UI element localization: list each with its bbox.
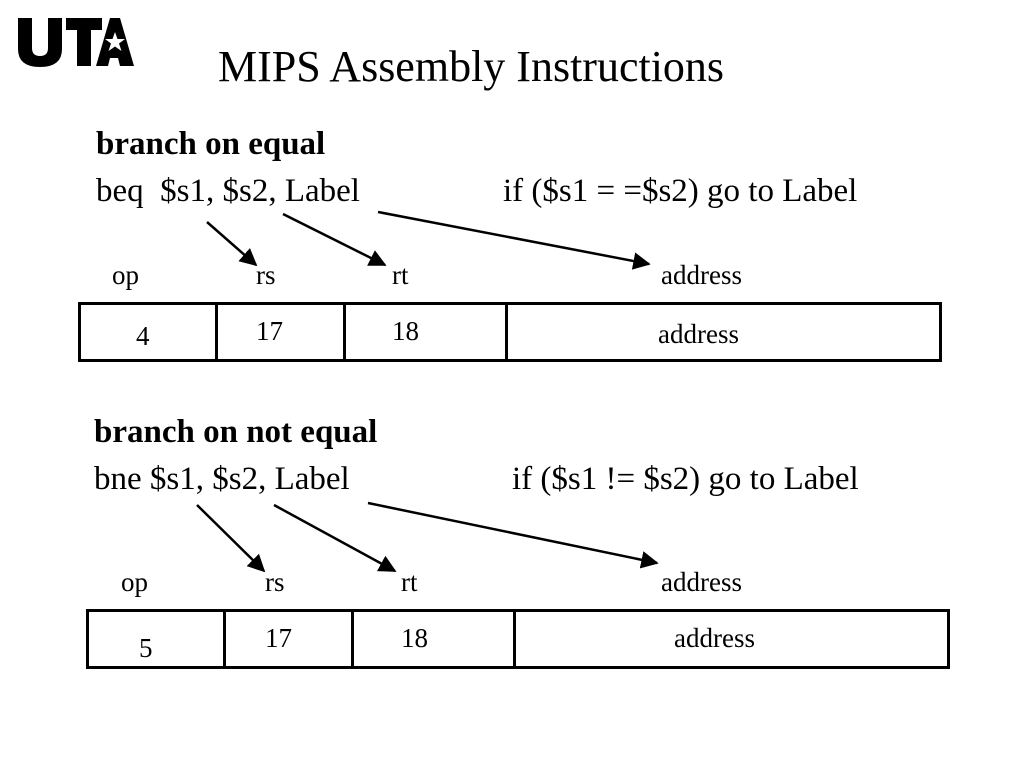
bne-divider-1 xyxy=(223,612,226,666)
beq-field-label-rs: rs xyxy=(256,260,276,290)
beq-field-label-rt: rt xyxy=(392,260,409,290)
beq-field-label-op: op xyxy=(112,260,139,290)
logo-letter-t xyxy=(66,18,102,66)
beq-rt-value: 18 xyxy=(392,316,419,346)
bne-divider-3 xyxy=(513,612,516,666)
beq-instruction-format xyxy=(78,302,942,362)
bne-arrow-rs xyxy=(196,504,266,573)
beq-arrow-rt xyxy=(282,212,387,267)
bne-field-label-rt: rt xyxy=(401,567,418,597)
logo-letter-u xyxy=(18,18,62,67)
beq-arrow-address xyxy=(377,210,651,270)
beq-address-value: address xyxy=(658,319,739,349)
bne-instruction-format xyxy=(86,609,950,669)
star-icon xyxy=(105,32,125,51)
beq-divider-1 xyxy=(215,305,218,359)
bne-heading: branch on not equal xyxy=(94,414,378,450)
page-title: MIPS Assembly Instructions xyxy=(218,42,725,91)
beq-field-label-address: address xyxy=(661,260,742,290)
bne-field-label-address: address xyxy=(661,567,742,597)
beq-instruction: beq $s1, $s2, Label xyxy=(96,173,360,209)
bne-op-value: 5 xyxy=(139,633,153,663)
bne-arrow-address xyxy=(367,501,659,569)
bne-rt-value: 18 xyxy=(401,623,428,653)
bne-address-value: address xyxy=(674,623,755,653)
bne-field-label-rs: rs xyxy=(265,567,285,597)
bne-arrow-rt xyxy=(273,503,397,573)
bne-field-label-op: op xyxy=(121,567,148,597)
uta-logo xyxy=(18,18,134,67)
bne-meaning: if ($s1 != $s2) go to Label xyxy=(512,461,859,497)
bne-divider-2 xyxy=(351,612,354,666)
beq-heading: branch on equal xyxy=(96,126,326,162)
bne-instruction: bne $s1, $s2, Label xyxy=(94,461,350,497)
beq-meaning: if ($s1 = =$s2) go to Label xyxy=(503,173,858,209)
beq-op-value: 4 xyxy=(136,321,150,351)
beq-divider-3 xyxy=(505,305,508,359)
beq-arrow-rs xyxy=(206,221,258,267)
bne-rs-value: 17 xyxy=(265,623,292,653)
beq-divider-2 xyxy=(343,305,346,359)
beq-rs-value: 17 xyxy=(256,316,283,346)
